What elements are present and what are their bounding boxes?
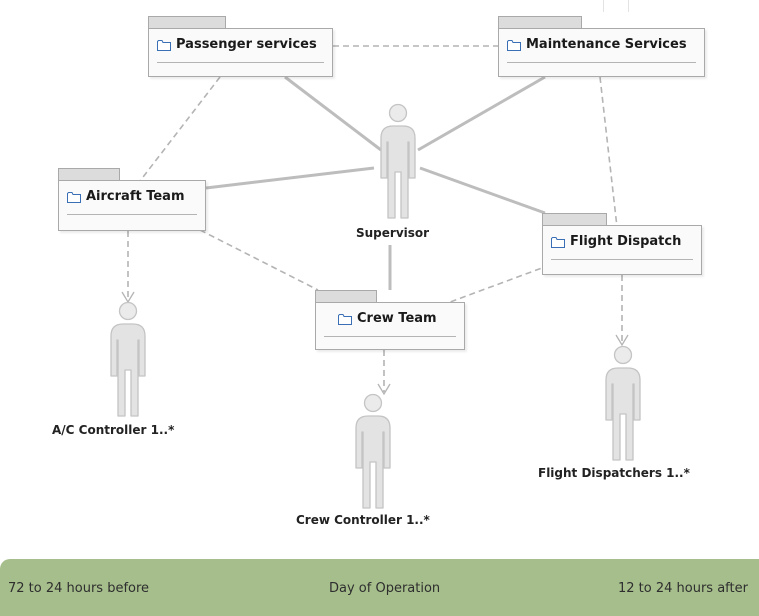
folder-icon: [507, 39, 521, 51]
timeline-band: 72 to 24 hours before Day of Operation 1…: [0, 559, 759, 616]
package-divider: [324, 336, 456, 337]
actor-label-ac-controller: A/C Controller 1..*: [52, 423, 175, 437]
actor-figure-icon: [380, 103, 416, 219]
package-body: Aircraft Team: [58, 180, 206, 231]
dependency-line: [441, 264, 551, 306]
dependency-line: [199, 229, 319, 291]
package-body: Maintenance Services: [498, 28, 705, 77]
folder-icon: [67, 191, 81, 203]
package-body: Flight Dispatch: [542, 225, 702, 275]
folder-icon: [551, 236, 565, 248]
actor-figure-icon: [110, 301, 146, 417]
association-line: [419, 166, 546, 215]
package-name: Aircraft Team: [86, 189, 185, 204]
package-name: Crew Team: [357, 311, 437, 326]
dependency-line: [599, 76, 618, 228]
actor-figure-icon: [605, 345, 641, 461]
package-divider: [551, 259, 693, 260]
association-line: [417, 75, 546, 152]
actor-flight-dispatchers[interactable]: [598, 344, 648, 464]
package-header: Maintenance Services: [507, 37, 687, 52]
package-name: Passenger services: [176, 37, 317, 52]
actor-figure-icon: [355, 393, 391, 509]
package-maintenance-services[interactable]: Maintenance Services: [498, 16, 705, 77]
package-passenger-services[interactable]: Passenger services: [148, 16, 333, 77]
package-divider: [157, 62, 324, 63]
dependency-arrowhead: [377, 383, 391, 396]
package-tab: [315, 290, 377, 303]
association-line: [205, 166, 375, 190]
dependency-arrowhead: [615, 334, 629, 347]
package-tab: [58, 168, 120, 181]
association-line: [284, 75, 382, 152]
folder-icon: [157, 39, 171, 51]
timeline-label-after: 12 to 24 hours after: [618, 581, 748, 596]
package-tab: [498, 16, 582, 29]
package-tab: [148, 16, 226, 29]
actor-supervisor[interactable]: [373, 102, 423, 222]
timeline-label-day-of-operation: Day of Operation: [329, 581, 441, 596]
actor-label-flight-dispatchers: Flight Dispatchers 1..*: [538, 466, 690, 480]
actor-label-supervisor: Supervisor: [356, 226, 430, 240]
package-body: Passenger services: [148, 28, 333, 77]
partial-element-edge: [603, 0, 629, 12]
package-body: Crew Team: [315, 302, 465, 350]
package-divider: [67, 214, 197, 215]
timeline-label-before: 72 to 24 hours before: [8, 581, 150, 596]
package-divider: [507, 62, 696, 63]
package-crew-team[interactable]: Crew Team: [315, 290, 465, 350]
package-header: Passenger services: [157, 37, 317, 52]
package-flight-dispatch[interactable]: Flight Dispatch: [542, 213, 702, 275]
folder-icon: [338, 313, 352, 325]
package-header: Aircraft Team: [67, 189, 185, 204]
dependency-line: [139, 76, 221, 182]
actor-crew-controller[interactable]: [348, 392, 398, 512]
package-header: Crew Team: [338, 311, 437, 326]
actor-ac-controller[interactable]: [103, 300, 153, 420]
package-aircraft-team[interactable]: Aircraft Team: [58, 168, 206, 231]
package-header: Flight Dispatch: [551, 234, 681, 249]
package-name: Flight Dispatch: [570, 234, 682, 249]
package-tab: [542, 213, 607, 226]
package-name: Maintenance Services: [526, 37, 687, 52]
actor-label-crew-controller: Crew Controller 1..*: [296, 513, 430, 527]
